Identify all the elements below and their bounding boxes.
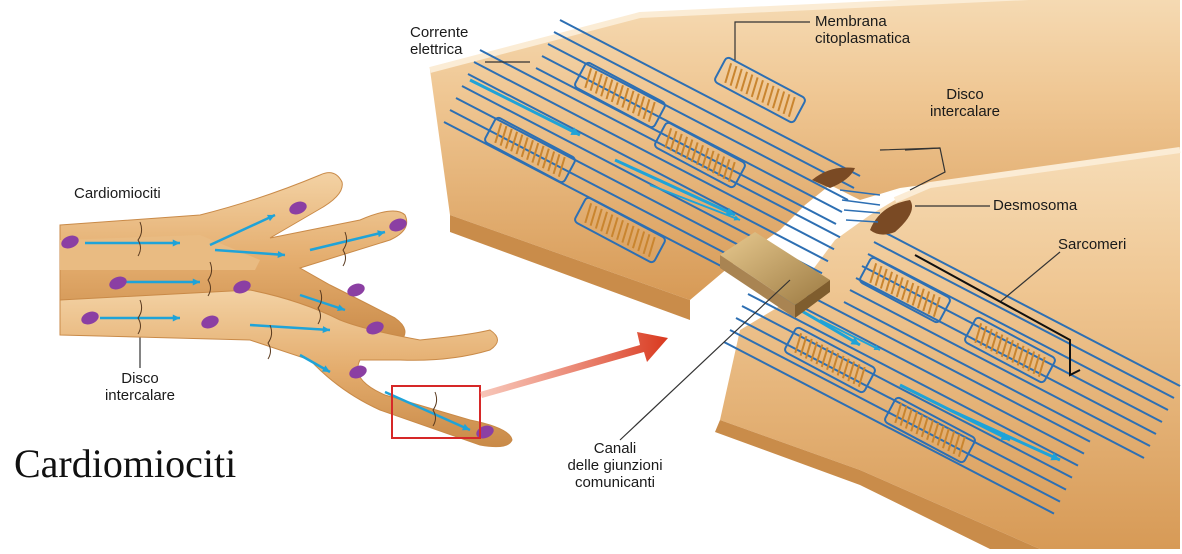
label-membrana-citoplasmatica: Membrana citoplasmatica — [815, 13, 910, 47]
branching-cardiomyocytes — [60, 173, 512, 447]
label-desmosoma: Desmosoma — [993, 197, 1077, 214]
label-canali-giunzioni: Canali delle giunzioni comunicanti — [545, 440, 685, 491]
label-sarcomeri: Sarcomeri — [1058, 236, 1126, 253]
zoom-pointer-arrow — [480, 332, 668, 398]
label-disco-intercalare-top: Disco intercalare — [910, 86, 1020, 120]
page-title: Cardiomiociti — [14, 440, 236, 487]
label-disco-intercalare-left: Disco intercalare — [100, 370, 180, 404]
label-cardiomiociti-small: Cardiomiociti — [74, 185, 161, 202]
label-corrente-elettrica: Corrente elettrica — [410, 24, 468, 58]
